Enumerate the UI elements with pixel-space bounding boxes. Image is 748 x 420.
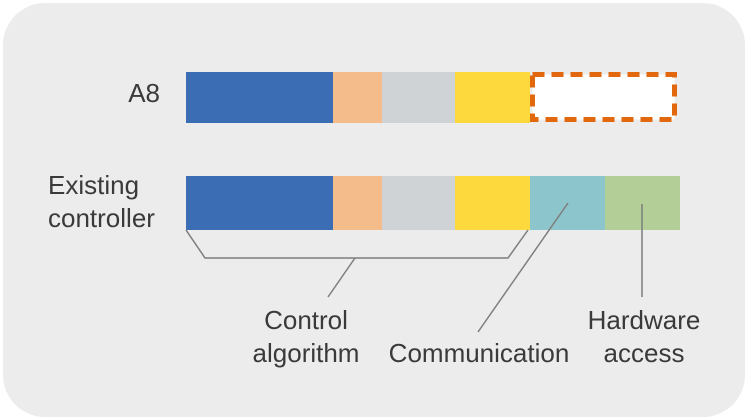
a8-orange-segment	[333, 72, 382, 123]
control-algorithm-label: Control algorithm	[252, 305, 360, 368]
hardware-access-label: Hardware access	[587, 305, 701, 368]
a8-blue-segment	[186, 72, 333, 123]
existing-blue-segment	[186, 176, 333, 230]
a8-gray-segment	[382, 72, 455, 123]
a8-label: A8	[128, 78, 160, 108]
existing-controller-bar	[186, 176, 680, 230]
existing-teal-segment	[530, 176, 605, 230]
existing-controller-label: Existing controller	[48, 170, 155, 233]
existing-orange-segment	[333, 176, 382, 230]
a8-yellow-segment	[455, 72, 530, 123]
existing-gray-segment	[382, 176, 455, 230]
existing-yellow-segment	[455, 176, 530, 230]
communication-label: Communication	[388, 338, 570, 368]
a8-bar	[186, 72, 530, 123]
existing-green-segment	[605, 176, 680, 230]
